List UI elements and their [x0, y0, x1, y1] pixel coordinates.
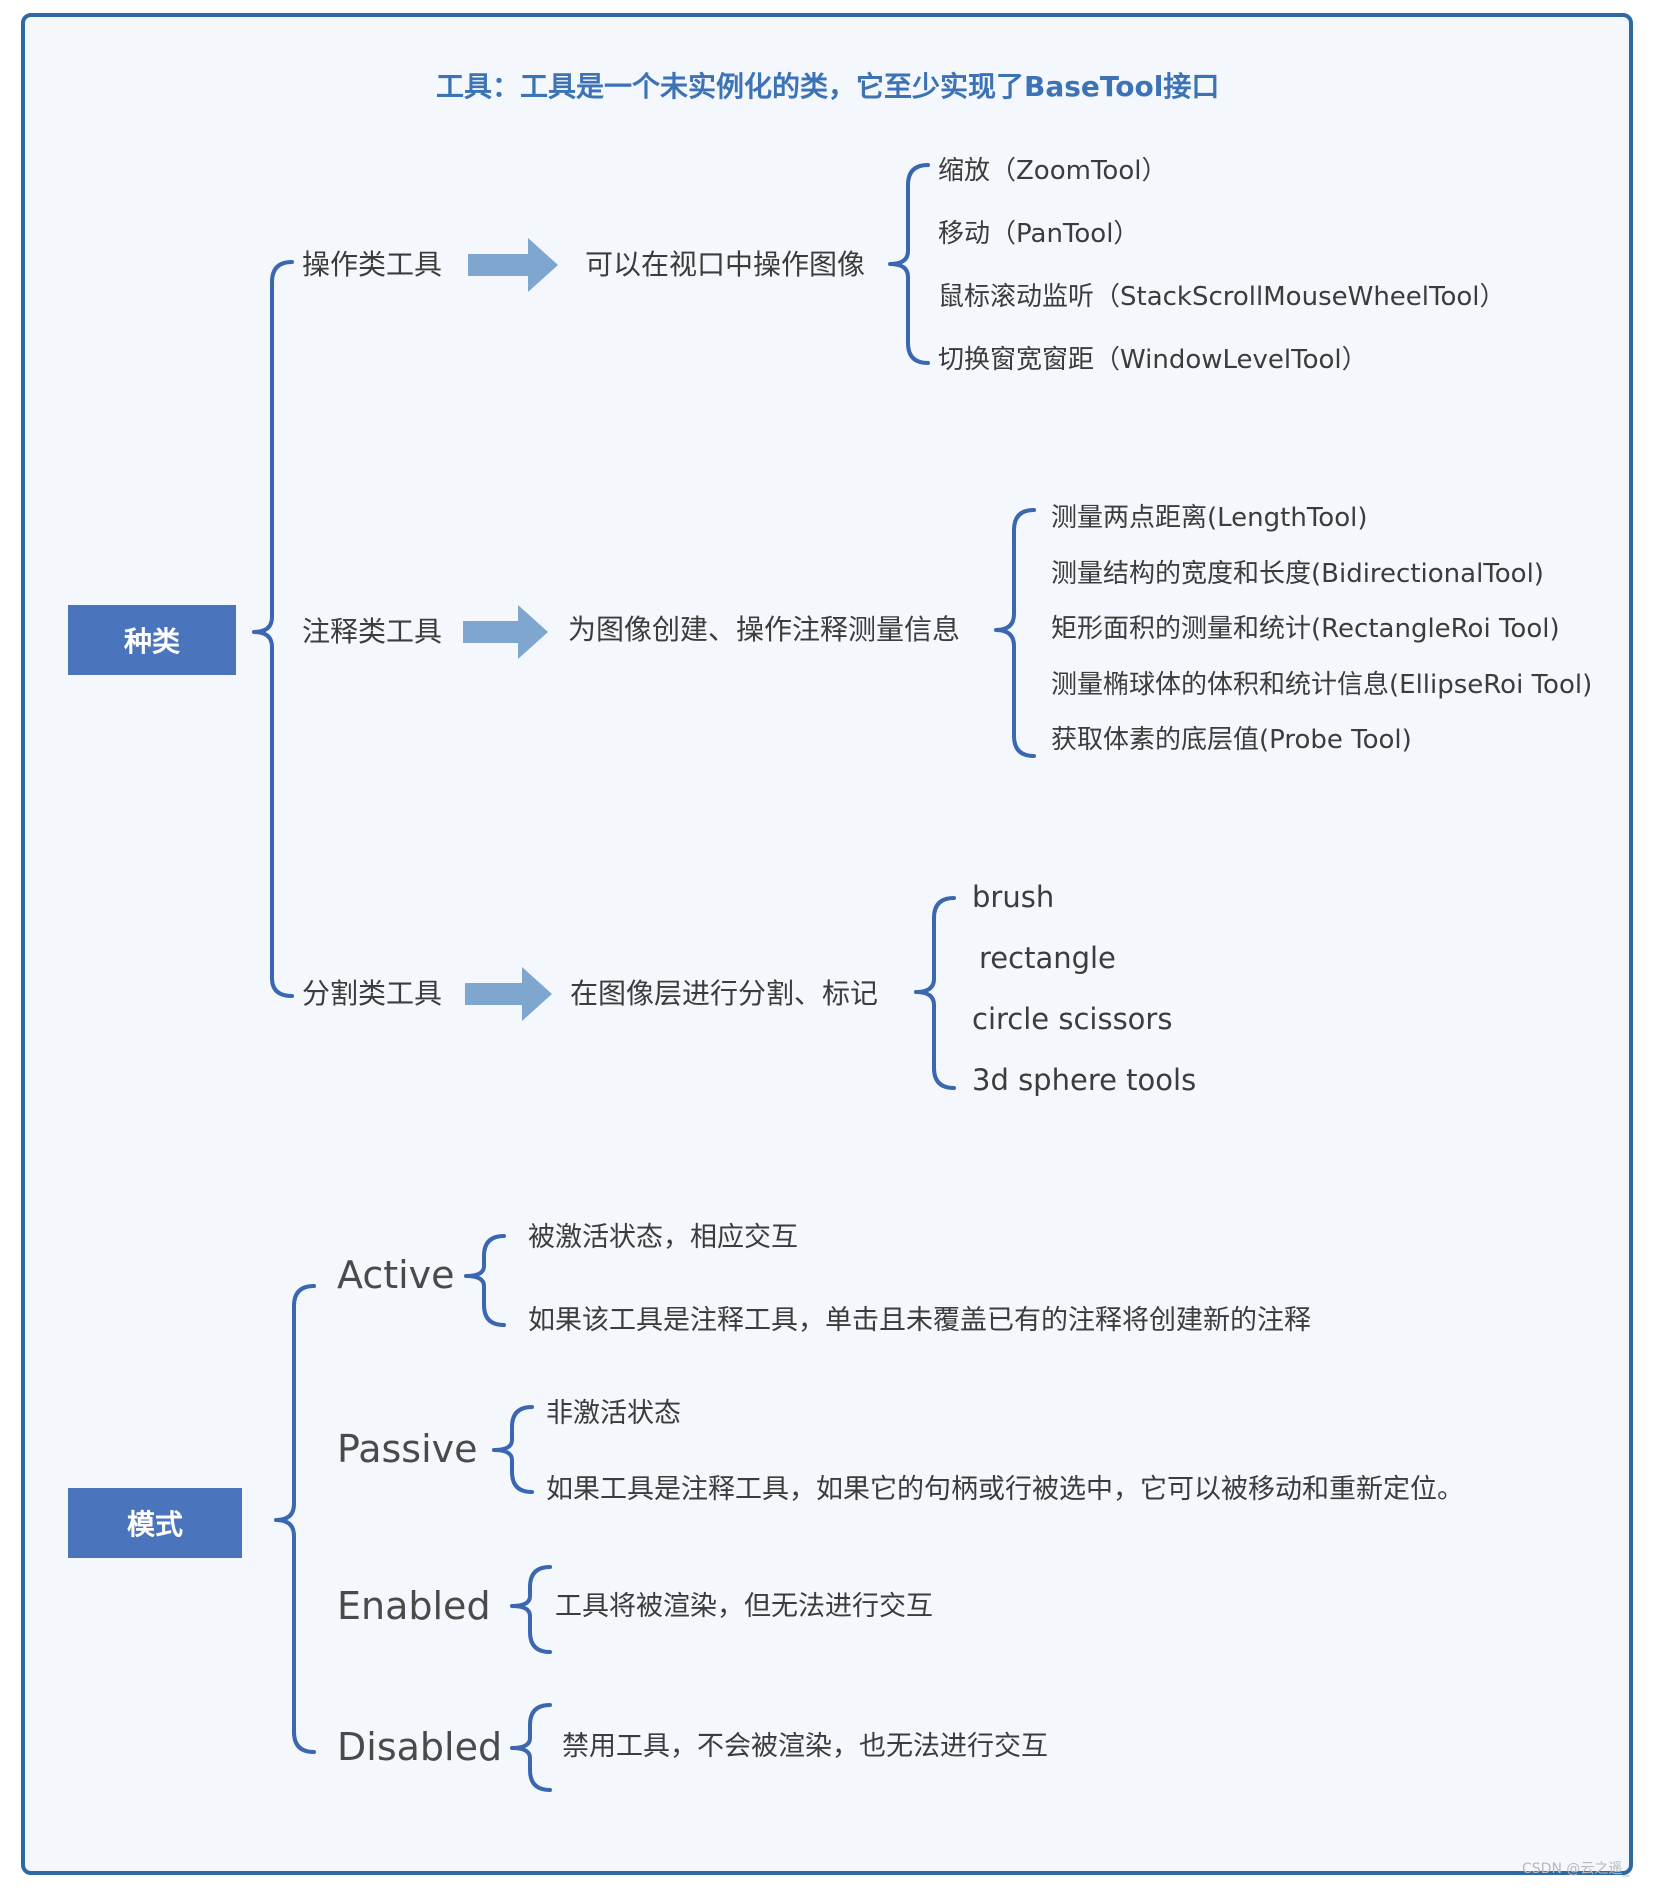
group1-item: 移动（PanTool） — [938, 219, 1140, 249]
enabled-bracket — [510, 1565, 552, 1654]
kinds-bracket — [252, 260, 294, 998]
mode-active-note: 被激活状态，相应交互 — [528, 1222, 798, 1253]
modes-bracket — [274, 1284, 316, 1754]
mode-passive-note: 如果工具是注释工具，如果它的句柄或行被选中，它可以被移动和重新定位。 — [546, 1474, 1464, 1505]
group3-item: brush — [972, 880, 1055, 914]
mode-enabled-note: 工具将被渲染，但无法进行交互 — [555, 1591, 933, 1622]
group2-item: 测量结构的宽度和长度(BidirectionalTool) — [1051, 559, 1544, 589]
diagram-title: 工具：工具是一个未实例化的类，它至少实现了BaseTool接口 — [436, 70, 1220, 103]
diagram-frame — [21, 13, 1633, 1875]
modes-label: 模式 — [126, 1508, 183, 1541]
group3-item: 3d sphere tools — [972, 1063, 1197, 1097]
group1-items-bracket — [888, 163, 930, 365]
group1-name: 操作类工具 — [302, 248, 443, 281]
kinds-node: 种类 — [68, 605, 236, 675]
group3-item: circle scissors — [972, 1002, 1173, 1036]
group2-item: 获取体素的底层值(Probe Tool) — [1051, 725, 1412, 755]
group2-item: 矩形面积的测量和统计(RectangleRoi Tool) — [1051, 614, 1560, 644]
group2-name: 注释类工具 — [302, 615, 443, 648]
mode-passive-note: 非激活状态 — [546, 1398, 681, 1429]
passive-bracket — [492, 1405, 534, 1494]
group2-item: 测量两点距离(LengthTool) — [1051, 503, 1368, 533]
group2-desc: 为图像创建、操作注释测量信息 — [568, 613, 961, 646]
group1-item: 切换窗宽窗距（WindowLevelTool） — [938, 345, 1368, 375]
mode-disabled: Disabled — [337, 1725, 503, 1769]
group3-item: rectangle — [979, 941, 1116, 975]
group2-items-bracket — [994, 508, 1036, 758]
group1-desc: 可以在视口中操作图像 — [585, 248, 866, 281]
arrow-group2 — [463, 605, 548, 659]
group3-items-bracket — [914, 896, 956, 1090]
group3-name: 分割类工具 — [302, 977, 443, 1010]
arrow-group1 — [468, 238, 558, 292]
mode-active: Active — [337, 1253, 455, 1297]
disabled-bracket — [510, 1703, 552, 1792]
group1-item: 缩放（ZoomTool） — [938, 156, 1168, 186]
group1-item: 鼠标滚动监听（StackScrollMouseWheelTool） — [938, 282, 1506, 312]
mode-enabled: Enabled — [337, 1584, 491, 1628]
group3-desc: 在图像层进行分割、标记 — [570, 977, 879, 1010]
modes-node: 模式 — [68, 1488, 242, 1558]
arrow-group3 — [465, 967, 552, 1021]
mode-active-note: 如果该工具是注释工具，单击且未覆盖已有的注释将创建新的注释 — [528, 1305, 1311, 1336]
mode-passive: Passive — [337, 1427, 478, 1471]
mode-disabled-note: 禁用工具，不会被渲染，也无法进行交互 — [562, 1731, 1048, 1762]
kinds-label: 种类 — [123, 625, 180, 658]
group2-item: 测量椭球体的体积和统计信息(EllipseRoi Tool) — [1051, 670, 1593, 700]
watermark: CSDN @云之遥_ — [1522, 1861, 1630, 1877]
active-bracket — [464, 1234, 506, 1327]
